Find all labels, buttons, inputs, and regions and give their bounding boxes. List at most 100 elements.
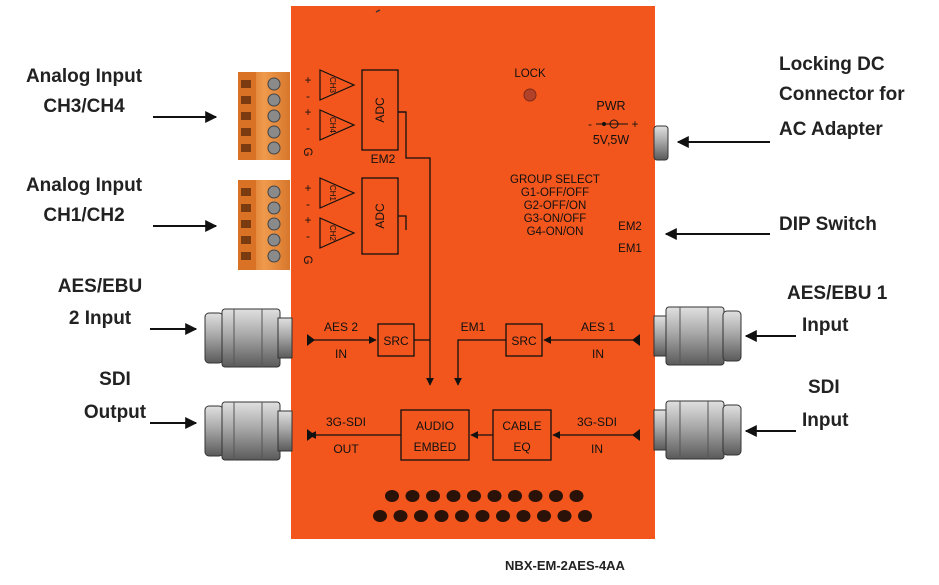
buffer-ch3 (319, 69, 356, 101)
svg-text:-: - (306, 199, 310, 211)
em2-label: EM2 (371, 152, 396, 166)
callout-analog-ch34-line2: CH3/CH4 (43, 96, 125, 117)
ch4-label: CH4 (328, 117, 337, 134)
vent-hole (496, 510, 510, 522)
vent-hole (414, 510, 428, 522)
device-chassis (291, 6, 655, 539)
svg-text:+: + (305, 107, 312, 119)
vent-hole (557, 510, 572, 522)
aes2-tick (307, 334, 315, 346)
aes2-in-label: IN (335, 347, 347, 361)
terminal-polarity-ch34: + - + - G (301, 75, 313, 157)
callout-dip-switch-line1: DIP Switch (779, 214, 877, 235)
vent-hole (549, 490, 563, 502)
sdi-in-label-2: IN (591, 442, 603, 456)
aes1-in-label: IN (592, 347, 604, 361)
sdi-in-label-1: 3G-SDI (577, 415, 617, 429)
dc-connector (653, 125, 669, 161)
vent-hole (393, 510, 408, 522)
callout-sdi-in-line1: SDI (808, 377, 840, 398)
vent-hole (516, 510, 531, 522)
buffer-ch2 (319, 217, 356, 249)
lock-led (523, 88, 537, 102)
adc-box-top (361, 69, 399, 151)
vent-holes (373, 490, 592, 522)
audio-embed-label-2: EMBED (414, 440, 457, 454)
callout-sdi-out-line1: SDI (99, 369, 131, 390)
callout-dip-switch: DIP Switch (664, 214, 877, 240)
svg-text:G: G (301, 148, 313, 157)
group-select-1: G1-OFF/OFF (521, 187, 589, 199)
chassis-mark (375, 9, 381, 13)
lock-label: LOCK (514, 68, 546, 80)
svg-text:-: - (306, 91, 310, 103)
pwr-minus: - (588, 119, 592, 131)
dip-em2-label: EM2 (618, 221, 642, 233)
group-select-4: G4-ON/ON (527, 226, 584, 238)
callout-analog-ch34-line1: Analog Input (26, 66, 143, 87)
sdi-out-label-1: 3G-SDI (326, 415, 366, 429)
group-select-0: GROUP SELECT (510, 174, 600, 186)
vent-hole (578, 510, 592, 522)
vent-hole (475, 510, 490, 522)
ch1-label: CH1 (328, 185, 337, 202)
callout-aes2-line2: 2 Input (69, 308, 132, 329)
pwr-spec: 5V,5W (593, 133, 630, 147)
bnc-aes2 (204, 308, 293, 368)
callout-sdi-out: SDI Output (84, 369, 198, 429)
wire-em1 (454, 339, 506, 386)
sdi-out-label-2: OUT (333, 442, 359, 456)
vent-hole (537, 510, 551, 522)
vent-hole (434, 510, 449, 522)
vent-hole (508, 490, 522, 502)
vent-hole (426, 490, 440, 502)
cable-eq-label-1: CABLE (502, 419, 541, 433)
vent-hole (405, 490, 420, 502)
vent-hole (455, 510, 469, 522)
callout-aes1-line2: Input (802, 315, 849, 336)
pwr-plus: + (632, 119, 639, 131)
aes2-label: AES 2 (324, 320, 358, 334)
audio-embed-label-1: AUDIO (416, 419, 454, 433)
terminal-block-ch12 (238, 180, 290, 270)
callout-sdi-out-line2: Output (84, 402, 147, 423)
src-label-left: SRC (383, 334, 409, 348)
dip-em1-label: EM1 (618, 243, 642, 255)
callout-analog-ch12-line1: Analog Input (26, 175, 143, 196)
cable-eq-label-2: EQ (513, 440, 530, 454)
aes1-label: AES 1 (581, 320, 615, 334)
callout-analog-ch34: Analog Input CH3/CH4 (26, 66, 218, 123)
adc-label-top: ADC (373, 97, 387, 123)
em1-label: EM1 (461, 320, 486, 334)
svg-text:-: - (306, 123, 310, 135)
callout-aes2-line1: AES/EBU (58, 276, 142, 297)
callout-locking-dc-line2: Connector for (779, 84, 905, 105)
callout-analog-ch12-line2: CH1/CH2 (43, 205, 124, 226)
callout-locking-dc: Locking DC Connector for AC Adapter (676, 54, 905, 148)
vent-hole (528, 490, 543, 502)
buffer-ch1 (319, 177, 356, 209)
group-select-3: G3-ON/OFF (524, 213, 587, 225)
pwr-label: PWR (596, 99, 625, 113)
wire-adc-bottom (398, 215, 407, 230)
callout-locking-dc-line1: Locking DC (779, 54, 885, 75)
svg-text:+: + (305, 183, 312, 195)
ch2-label: CH2 (328, 225, 337, 242)
adc-label-bottom: ADC (373, 203, 387, 229)
bnc-sdi-out (204, 401, 293, 461)
callout-aes1-line1: AES/EBU 1 (787, 283, 888, 304)
buffer-ch4 (319, 109, 356, 141)
vent-hole (373, 510, 387, 522)
terminal-block-ch34 (238, 72, 290, 160)
vent-hole (467, 490, 481, 502)
callout-aes2: AES/EBU 2 Input (58, 276, 198, 335)
group-select-2: G2-OFF/ON (524, 200, 587, 212)
svg-text:+: + (305, 75, 312, 87)
terminal-polarity-ch12: + - + - G (301, 183, 313, 265)
svg-text:+: + (305, 215, 312, 227)
ch3-label: CH3 (328, 77, 337, 94)
vent-hole (487, 490, 502, 502)
svg-text:-: - (306, 231, 310, 243)
